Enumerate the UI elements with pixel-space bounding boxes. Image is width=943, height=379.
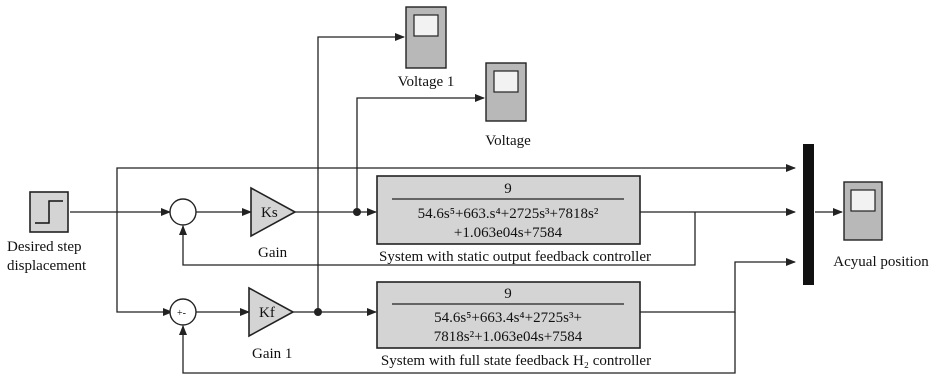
- gain-block-ks[interactable]: [250, 186, 297, 238]
- step-label-line2: displacement: [7, 258, 87, 274]
- scope-voltage-label: Voltage: [485, 133, 531, 149]
- sum-block-top[interactable]: [169, 198, 197, 226]
- gain-kf-symbol: Kf: [259, 305, 275, 321]
- tf-top-denominator-2: +1.063e04s+7584: [454, 225, 563, 241]
- scope-position-label: Acyual position: [833, 254, 929, 270]
- scope-voltage1[interactable]: [405, 6, 447, 69]
- gain-block-kf[interactable]: [248, 286, 295, 338]
- branch-point: [314, 308, 322, 316]
- gain-ks-symbol: Ks: [261, 205, 278, 221]
- transfer-fcn-bottom[interactable]: [376, 281, 641, 349]
- branch-point: [353, 208, 361, 216]
- scope-voltage1-label: Voltage 1: [398, 74, 455, 90]
- scope-position[interactable]: [843, 181, 883, 241]
- mux-block[interactable]: [803, 144, 814, 285]
- tf-top-denominator-1: 54.6s⁵+663.s⁴+2725s³+7818s²: [418, 206, 599, 222]
- tf-top-numerator: 9: [504, 181, 512, 197]
- transfer-fcn-top[interactable]: [376, 175, 641, 245]
- tf-bottom-numerator: 9: [504, 286, 512, 302]
- gain-kf-label: Gain 1: [252, 346, 292, 362]
- sum-block-bottom[interactable]: [169, 298, 197, 326]
- tf-bottom-label: System with full state feedback H₂ contr…: [381, 353, 651, 369]
- scope-voltage[interactable]: [485, 62, 527, 122]
- tf-bottom-denominator-1: 54.6s⁵+663.4s⁴+2725s³+: [434, 310, 582, 326]
- tf-bottom-denominator-2: 7818s²+1.063e04s+7584: [434, 329, 583, 345]
- tf-top-label: System with static output feedback contr…: [379, 249, 651, 265]
- signal-lines: [70, 33, 843, 374]
- sum-bottom-signs: +-: [177, 308, 186, 319]
- gain-ks-label: Gain: [258, 245, 288, 261]
- step-block[interactable]: [29, 191, 69, 233]
- step-label-line1: Desired step: [7, 239, 82, 255]
